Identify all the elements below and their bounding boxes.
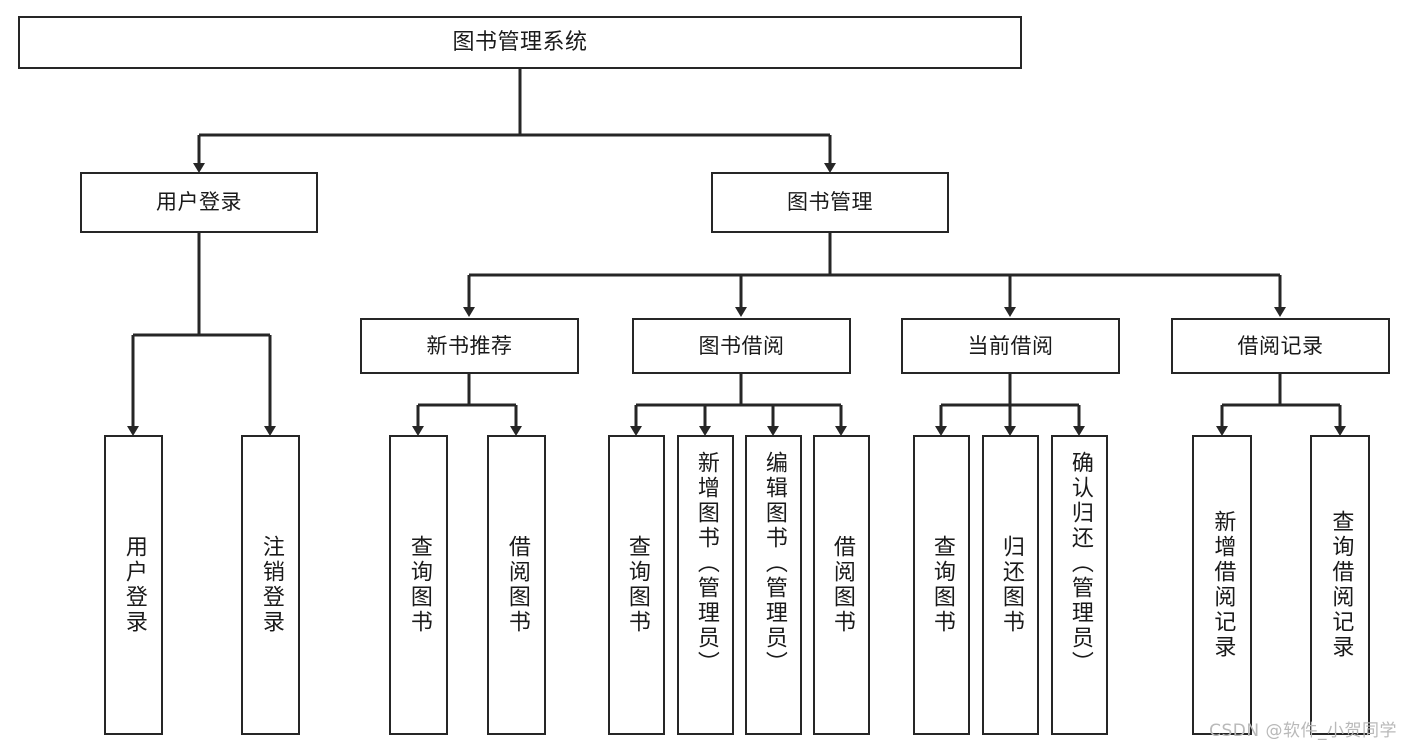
node-leaf-borrow-book-2[interactable]: 借阅图书 — [813, 435, 870, 735]
node-leaf-query-book-2[interactable]: 查询图书 — [608, 435, 665, 735]
csdn-watermark: CSDN @软件_小贺同学 — [1209, 721, 1397, 741]
node-leaf-add-record-label: 新增借阅记录 — [1210, 510, 1236, 660]
node-leaf-edit-book-label: 编辑图书（管理员） — [761, 451, 787, 676]
node-borrow-record-label: 借阅记录 — [1237, 333, 1324, 358]
node-current-borrow[interactable]: 当前借阅 — [901, 318, 1120, 374]
node-leaf-add-book-label: 新增图书（管理员） — [693, 451, 719, 676]
node-leaf-borrow-book-2-label: 借阅图书 — [829, 535, 855, 635]
node-leaf-query-book-3-label: 查询图书 — [929, 535, 955, 635]
node-book-manage[interactable]: 图书管理 — [711, 172, 949, 233]
node-user-login[interactable]: 用户登录 — [80, 172, 318, 233]
node-root[interactable]: 图书管理系统 — [18, 16, 1022, 69]
node-book-borrow[interactable]: 图书借阅 — [632, 318, 851, 374]
node-root-label: 图书管理系统 — [452, 29, 588, 55]
node-leaf-user-login[interactable]: 用户登录 — [104, 435, 163, 735]
node-leaf-query-record-label: 查询借阅记录 — [1328, 510, 1354, 660]
node-user-login-label: 用户登录 — [156, 190, 242, 215]
node-current-borrow-label: 当前借阅 — [967, 333, 1054, 358]
node-new-book-recommend[interactable]: 新书推荐 — [360, 318, 579, 374]
node-leaf-query-book-2-label: 查询图书 — [624, 535, 650, 635]
node-leaf-add-record[interactable]: 新增借阅记录 — [1192, 435, 1252, 735]
node-leaf-user-login-label: 用户登录 — [121, 535, 147, 635]
node-leaf-user-logout[interactable]: 注销登录 — [241, 435, 300, 735]
node-leaf-return-book-label: 归还图书 — [998, 535, 1024, 635]
node-borrow-record[interactable]: 借阅记录 — [1171, 318, 1390, 374]
node-leaf-borrow-book-1[interactable]: 借阅图书 — [487, 435, 546, 735]
node-leaf-query-book-3[interactable]: 查询图书 — [913, 435, 970, 735]
node-leaf-borrow-book-1-label: 借阅图书 — [504, 535, 530, 635]
node-leaf-confirm-return[interactable]: 确认归还（管理员） — [1051, 435, 1108, 735]
node-leaf-query-book-1[interactable]: 查询图书 — [389, 435, 448, 735]
node-leaf-query-record[interactable]: 查询借阅记录 — [1310, 435, 1370, 735]
node-new-book-recommend-label: 新书推荐 — [426, 333, 513, 358]
node-leaf-edit-book[interactable]: 编辑图书（管理员） — [745, 435, 802, 735]
node-leaf-query-book-1-label: 查询图书 — [406, 535, 432, 635]
node-leaf-confirm-return-label: 确认归还（管理员） — [1067, 451, 1093, 676]
node-leaf-return-book[interactable]: 归还图书 — [982, 435, 1039, 735]
node-book-manage-label: 图书管理 — [787, 190, 873, 215]
node-leaf-add-book[interactable]: 新增图书（管理员） — [677, 435, 734, 735]
node-book-borrow-label: 图书借阅 — [698, 333, 785, 358]
node-leaf-user-logout-label: 注销登录 — [258, 535, 284, 635]
